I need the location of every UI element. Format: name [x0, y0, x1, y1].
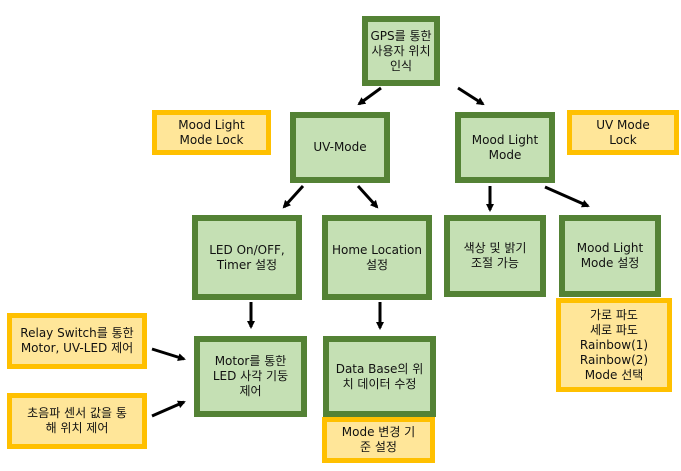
node-led-timer: LED On/OFF, Timer 설정 [192, 215, 302, 300]
node-motor: Motor를 통한 LED 사각 기둥 제어 [194, 336, 307, 417]
arrow-gps-to-mood [457, 86, 485, 106]
node-mode-change: Mode 변경 기 준 설정 [322, 417, 435, 463]
arrow-gps-to-uv [357, 86, 382, 106]
node-color-brightness: 색상 및 밝기 조절 가능 [444, 215, 546, 297]
arrow-uv-to-led [282, 184, 305, 209]
node-ultrasonic: 초음파 센서 값을 통 해 위치 제어 [7, 393, 147, 449]
arrow-uv-to-home [356, 184, 379, 209]
node-home-location: Home Location 설정 [322, 215, 432, 300]
node-mood-mode: Mood Light Mode [455, 112, 555, 183]
node-mood-setting: Mood Light Mode 설정 [559, 215, 661, 297]
node-uv-mode: UV-Mode [290, 112, 390, 183]
node-uv-lock: UV Mode Lock [567, 110, 679, 155]
arrow-ultrasonic-to-motor [151, 400, 186, 418]
node-database: Data Base의 위 치 데이터 수정 [323, 336, 436, 417]
arrow-relay-to-motor [151, 347, 186, 362]
node-mood-lock: Mood Light Mode Lock [152, 110, 271, 155]
arrow-mood-to-setting [544, 185, 590, 208]
node-relay: Relay Switch를 통한 Motor, UV-LED 제어 [7, 313, 147, 369]
node-mood-options: 가로 파도 세로 파도 Rainbow(1) Rainbow(2) Mode 선… [556, 298, 672, 392]
node-gps: GPS를 통한 사용자 위치 인식 [362, 16, 440, 86]
